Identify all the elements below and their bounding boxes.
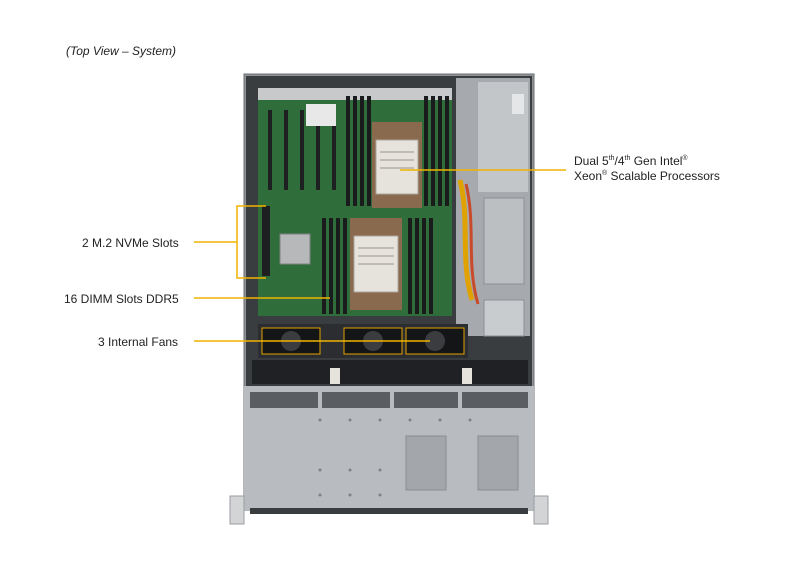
cpu-callout-line1: Dual 5th/4th Gen Intel® [574, 154, 688, 168]
callout-lines [194, 169, 566, 342]
view-caption: (Top View – System) [66, 44, 177, 58]
cpu-heatsink-1 [372, 122, 422, 208]
motherboard [258, 88, 452, 316]
nvme-callout-bracket [236, 205, 266, 279]
cpu-heatsink-2 [350, 218, 402, 310]
power-supply-area [456, 78, 530, 337]
dimm-callout-label: 16 DIMM Slots DDR5 [64, 292, 179, 306]
cpu-callout-line2: Xeon® Scalable Processors [574, 169, 720, 183]
nvme-callout-label: 2 M.2 NVMe Slots [82, 236, 179, 250]
fans-callout-label: 3 Internal Fans [98, 335, 179, 349]
cpu-callout-label: Dual 5th/4th Gen Intel® Xeon® Scalable P… [574, 154, 720, 184]
